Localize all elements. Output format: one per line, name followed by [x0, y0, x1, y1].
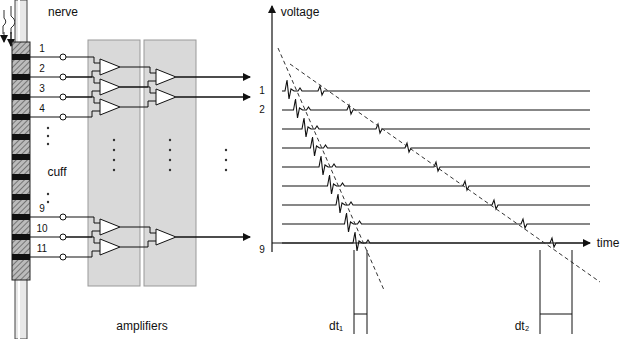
electrode-number: 1 [39, 44, 45, 54]
electrode-band [12, 194, 30, 200]
nerve-label: nerve [48, 6, 78, 18]
channel-number: 2 [259, 105, 265, 115]
voltage-trace [282, 99, 590, 118]
electrode-band [12, 254, 30, 260]
electrode-band [12, 174, 30, 180]
voltage-trace [282, 175, 590, 194]
amplifier-symbol [100, 59, 120, 75]
electrode-band [12, 114, 30, 120]
electrode-band [12, 74, 30, 80]
amplifier-label: amplifiers [116, 320, 167, 332]
cuff [12, 42, 30, 280]
electrode-number: 9 [39, 204, 45, 214]
ellipsis-dots [47, 127, 227, 203]
amplifier-symbols [100, 59, 176, 255]
voltage-trace [282, 194, 590, 213]
amplifier-symbol [156, 229, 176, 245]
electrode-number: 4 [39, 104, 45, 114]
voltage-trace [282, 118, 590, 137]
delay-label: dt₂ [515, 320, 530, 332]
electrode-band [12, 154, 30, 160]
electrode-number: 3 [39, 84, 45, 94]
voltage-trace [282, 232, 590, 251]
voltage-trace [282, 80, 590, 99]
amplifier-symbol [100, 99, 120, 115]
delay-label: dt₁ [329, 320, 343, 332]
cuff-label: cuff [47, 166, 66, 178]
electrode-band [12, 94, 30, 100]
voltage-trace [282, 137, 590, 156]
amplifier-symbol [100, 239, 120, 255]
channel-number: 1 [259, 86, 265, 96]
amplifier-symbol [156, 89, 176, 105]
electrode-number: 11 [37, 244, 47, 254]
velocity-lines [278, 48, 600, 290]
wiring [30, 54, 250, 260]
axis-label: time [597, 237, 620, 249]
amplifier-panel [88, 40, 140, 286]
amplifier-symbol [100, 219, 120, 235]
electrode-number: 2 [39, 64, 45, 74]
delay-brackets [354, 250, 572, 334]
amplifier-symbol [100, 79, 120, 95]
wave-icon [3, 6, 15, 46]
voltage-traces [282, 80, 590, 251]
electrode-number: 10 [36, 224, 47, 234]
channel-number: 9 [259, 245, 265, 255]
electrode-band [12, 234, 30, 240]
voltage-trace [282, 213, 590, 232]
electrode-band [12, 214, 30, 220]
plot-axes [272, 6, 590, 252]
amplifier-symbol [156, 69, 176, 85]
electrode-band [12, 134, 30, 140]
voltage-trace [282, 156, 590, 175]
electrode-band [12, 54, 30, 60]
axis-label: voltage [281, 6, 320, 18]
